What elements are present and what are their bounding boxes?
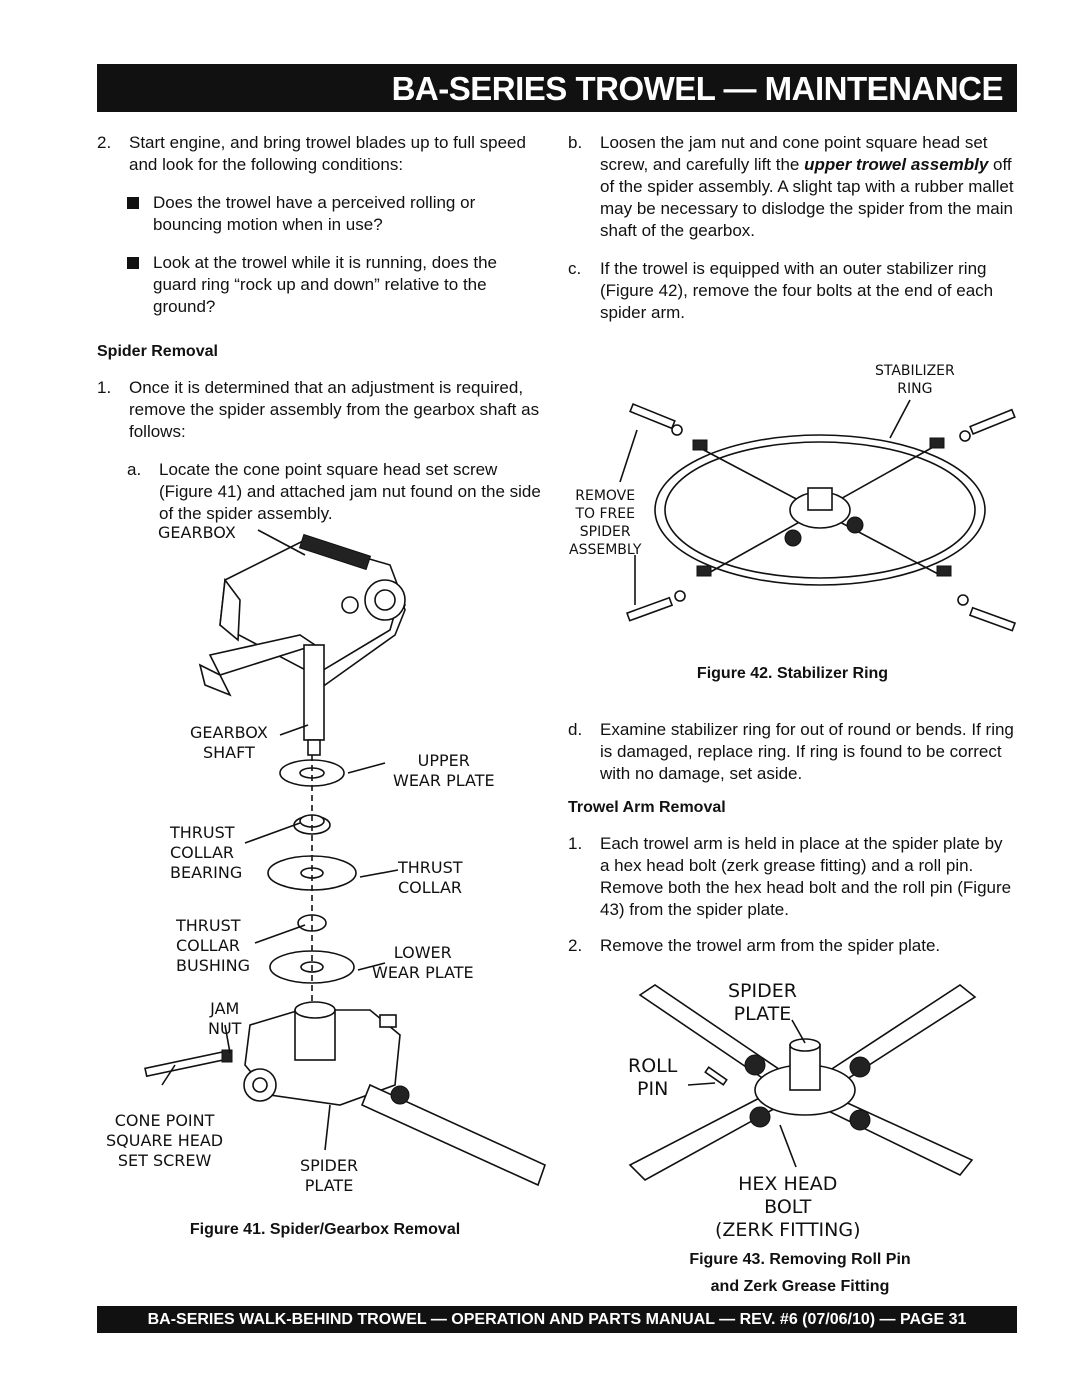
step-text: Locate the cone point square head set sc… [159,460,541,523]
step-text: Each trowel arm is held in place at the … [600,834,1012,919]
bullet-item: Look at the trowel while it is running, … [97,252,545,318]
step-text: Start engine, and bring trowel blades up… [129,133,526,174]
figure-43-caption: Figure 43. Removing Roll Pin and Zerk Gr… [689,1251,911,1295]
step-text: Examine stabilizer ring for out of round… [600,720,1014,783]
page-footer: BA-SERIES WALK-BEHIND TROWEL — OPERATION… [97,1306,1017,1333]
right-column-middle: d. Examine stabilizer ring for out of rou… [568,719,1016,957]
step-letter: d. [568,720,583,739]
step-letter: c. [568,259,582,278]
figure-41-caption: Figure 41. Spider/Gearbox Removal [189,1221,461,1238]
page-header: BA-SERIES TROWEL — MAINTENANCE [97,64,1017,112]
leader-lines [687,1019,806,1168]
step-number: 2. [568,936,583,955]
spider-removal-heading: Spider Removal [97,343,218,360]
step-text: Remove the trowel arm from the spider pl… [600,936,941,955]
trowel-step-2: 2. Remove the trowel arm from the spider … [568,935,1016,957]
trowel-arm-removal-heading: Trowel Arm Removal [568,799,726,816]
bullet-text: Does the trowel have a perceived rolling… [153,193,476,234]
spider-arms-illustration [628,984,977,1181]
figure-43-diagram [628,984,977,1181]
step-letter: b. [568,133,583,152]
bullet-item: Does the trowel have a perceived rolling… [97,192,545,236]
right-column-upper: b. Loosen the jam nut and cone point squa… [568,132,1016,324]
step-text: If the trowel is equipped with an outer … [600,259,994,322]
figure-41-diagram [144,529,546,1187]
step-a: a. Locate the cone point square head set … [97,459,545,525]
bullet-square-icon [127,257,139,269]
emphasis-text: upper trowel assembly [804,155,989,174]
trowel-step-1: 1. Each trowel arm is held in place at th… [568,833,1016,921]
step-number: 1. [97,378,112,397]
wear-plates-and-collars [267,755,357,1015]
step-d: d. Examine stabilizer ring for out of rou… [568,719,1016,785]
step-letter: a. [127,460,142,479]
step-text-post: off of the spider assembly. A slight tap… [600,155,1014,240]
step-number: 1. [568,834,583,853]
step-number: 2. [97,133,112,152]
bullet-text: Look at the trowel while it is running, … [153,253,497,316]
step-b: b. Loosen the jam nut and cone point squa… [568,132,1016,242]
label-gearbox: GEARBOX [158,523,236,542]
figure-42-diagram [619,399,1017,632]
step-2: 2. Start engine, and bring trowel blades … [97,132,545,176]
step-1: 1. Once it is determined that an adjustme… [97,377,545,443]
step-text-pre: Loosen the jam nut and cone point square… [600,133,988,174]
leader-lines [619,399,911,605]
stabilizer-ring-illustration [654,434,986,586]
step-text: Once it is determined that an adjustment… [129,378,540,441]
gearbox-illustration [198,533,406,756]
left-column: 2. Start engine, and bring trowel blades … [97,132,545,525]
bullet-square-icon [127,197,139,209]
figure-42-caption: Figure 42. Stabilizer Ring [696,665,889,682]
leader-lines [161,529,399,1151]
spider-plate-illustration [144,1001,546,1187]
step-c: c. If the trowel is equipped with an oute… [568,258,1016,324]
bolts-illustration [625,403,1017,632]
